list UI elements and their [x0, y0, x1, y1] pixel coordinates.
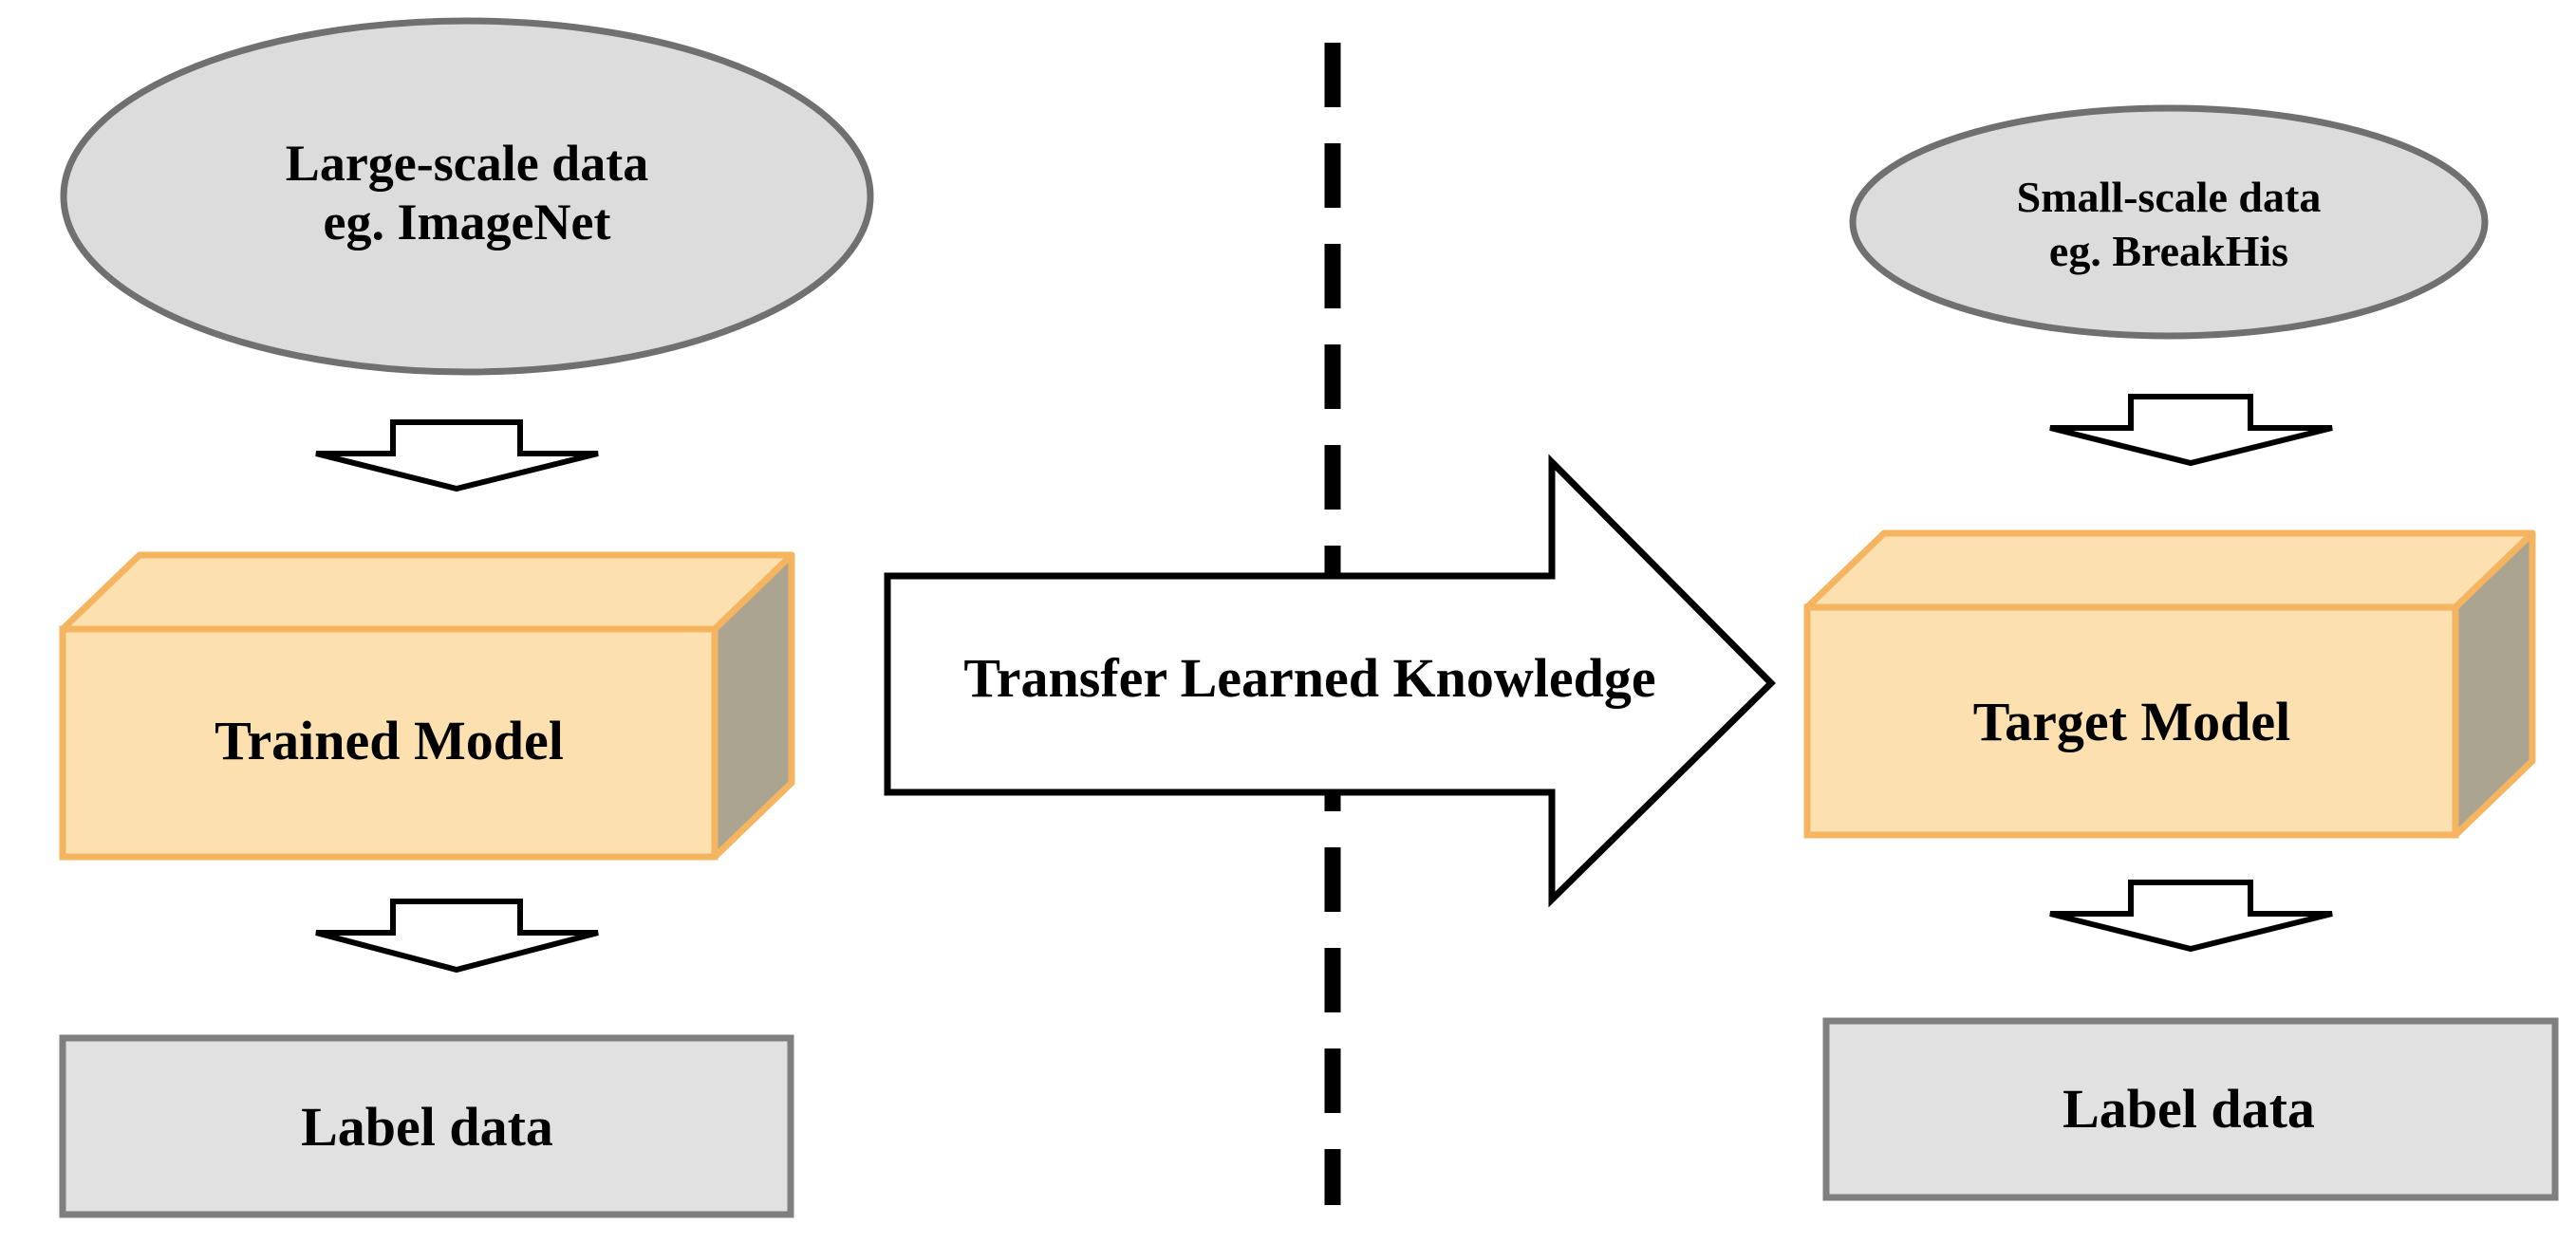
trained-model-label: Trained Model — [215, 710, 564, 771]
small-scale-data-ellipse — [1849, 104, 2489, 340]
right-label-data-text: Label data — [2063, 1078, 2315, 1140]
left-label-data-box — [59, 1034, 794, 1218]
down-arrow-icon — [2049, 394, 2333, 467]
right-label-data-box — [1822, 1017, 2559, 1201]
down-arrow-icon — [2049, 880, 2333, 953]
target-model-box-front — [1803, 603, 2459, 839]
target-model-box — [1803, 529, 2536, 839]
large-scale-data-label: Large-scale data — [286, 135, 648, 192]
down-arrow-icon — [315, 899, 599, 974]
trained-model-box-top — [59, 551, 795, 633]
target-model-label: Target Model — [1973, 691, 2291, 752]
down-arrow-icon — [315, 419, 599, 492]
transfer-arrow-icon — [884, 454, 1776, 908]
large-scale-data-ellipse — [60, 17, 874, 376]
imagenet-example-label: eg. ImageNet — [324, 194, 611, 250]
target-model-box-top — [1803, 529, 2536, 611]
transfer-knowledge-label: Transfer Learned Knowledge — [963, 647, 1655, 709]
small-scale-data-label: Small-scale data — [2017, 173, 2322, 221]
trained-model-box-front — [59, 625, 719, 861]
left-label-data-text: Label data — [301, 1096, 553, 1158]
breakhis-example-label: eg. BreakHis — [2049, 227, 2288, 275]
trained-model-box — [59, 551, 795, 861]
